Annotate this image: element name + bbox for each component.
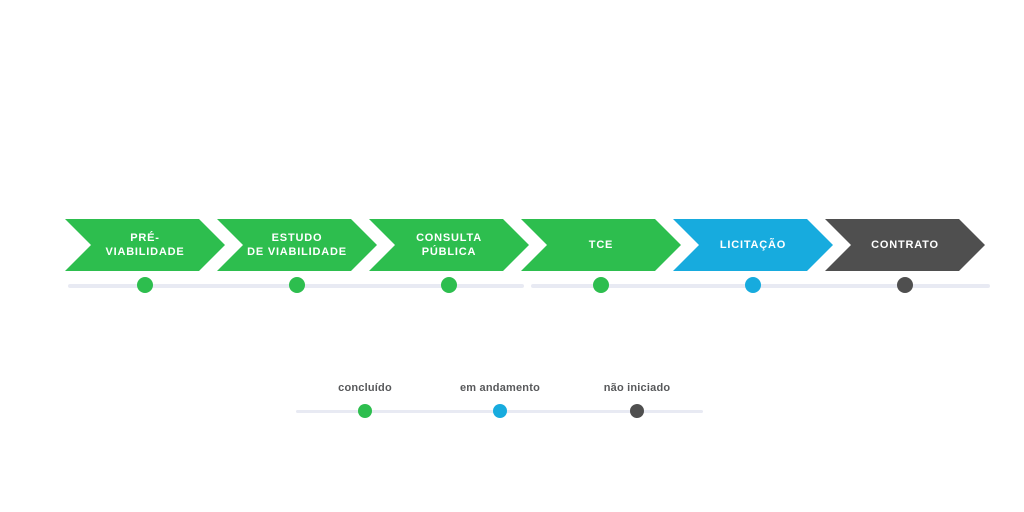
legend-label-concluido: concluído xyxy=(338,382,392,394)
status-dot-tce xyxy=(593,277,609,293)
status-dot-contrato xyxy=(897,277,913,293)
step-label-line: CONSULTA xyxy=(416,232,482,244)
step-arrow-tce: TCE xyxy=(521,219,681,271)
step-label-line: VIABILIDADE xyxy=(105,246,185,258)
step-label-line: TCE xyxy=(588,239,614,251)
status-dot-pre-viabilidade xyxy=(137,277,153,293)
legend-label-em-andamento: em andamento xyxy=(459,382,541,394)
step-label-line: DE VIABILIDADE xyxy=(247,246,347,258)
step-label-line: LICITAÇÃO xyxy=(719,239,787,251)
step-label-line: PRÉ- xyxy=(130,232,160,244)
status-dot-consulta-publica xyxy=(441,277,457,293)
step-arrow-pre-viabilidade: PRÉ- VIABILIDADE xyxy=(65,219,225,271)
step-label-line: ESTUDO xyxy=(271,232,323,244)
status-dot-estudo-de-viabilidade xyxy=(289,277,305,293)
status-dot-licitacao xyxy=(745,277,761,293)
step-arrow-consulta-publica: CONSULTA PÚBLICA xyxy=(369,219,529,271)
step-arrow-estudo-de-viabilidade: ESTUDO DE VIABILIDADE xyxy=(217,219,377,271)
legend-label-nao-iniciado: não iniciado xyxy=(603,382,671,394)
legend-dot-em-andamento xyxy=(493,404,507,418)
legend-dot-nao-iniciado xyxy=(630,404,644,418)
legend-dot-concluido xyxy=(358,404,372,418)
step-label-line: CONTRATO xyxy=(871,239,939,251)
step-label-line: PÚBLICA xyxy=(421,246,477,258)
step-arrow-licitacao: LICITAÇÃO xyxy=(673,219,833,271)
step-arrow-contrato: CONTRATO xyxy=(825,219,985,271)
